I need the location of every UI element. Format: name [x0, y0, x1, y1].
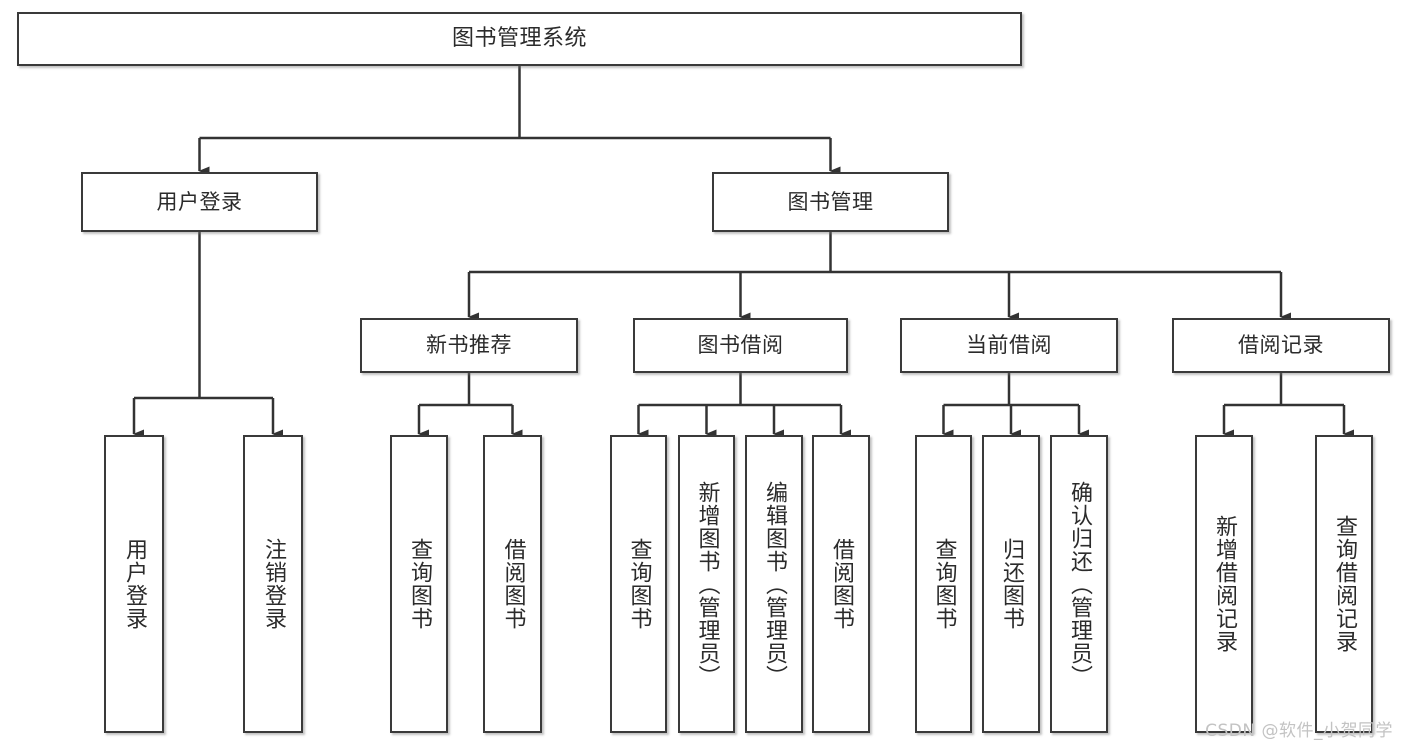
node-label: 图书借阅	[697, 333, 784, 358]
node-label: 注销登录	[260, 538, 286, 630]
node-label: 用户登录	[121, 538, 147, 630]
node-label: 用户登录	[156, 189, 243, 214]
node-label: 图书管理	[787, 189, 874, 214]
node-bookmgmt[interactable]: 图书管理	[712, 172, 949, 232]
node-label: 查询图书	[931, 538, 957, 630]
node-label: 借阅记录	[1238, 333, 1324, 358]
node-leaf-cu-confirm[interactable]: 确认归还（管理员）	[1050, 435, 1108, 733]
node-leaf-nb-borrow[interactable]: 借阅图书	[483, 435, 542, 733]
node-leaf-re-add[interactable]: 新增借阅记录	[1195, 435, 1253, 733]
edge-paths	[132, 66, 1354, 439]
node-leaf-cu-return[interactable]: 归还图书	[982, 435, 1040, 733]
node-label: 新增图书（管理员）	[694, 480, 720, 688]
node-label: 新增借阅记录	[1211, 515, 1237, 653]
node-newbook[interactable]: 新书推荐	[360, 318, 578, 373]
node-label: 归还图书	[998, 538, 1024, 630]
node-label: 确认归还（管理员）	[1066, 480, 1092, 688]
node-leaf-bo-borrow[interactable]: 借阅图书	[812, 435, 870, 733]
node-label: 借阅图书	[500, 538, 526, 630]
node-leaf-bo-query[interactable]: 查询图书	[610, 435, 667, 733]
node-login[interactable]: 用户登录	[81, 172, 318, 232]
node-leaf-bo-add[interactable]: 新增图书（管理员）	[678, 435, 735, 733]
node-current[interactable]: 当前借阅	[900, 318, 1118, 373]
node-label: 图书管理系统	[451, 26, 587, 52]
node-label: 新书推荐	[426, 333, 512, 358]
node-leaf-logout[interactable]: 注销登录	[243, 435, 303, 733]
node-label: 查询图书	[406, 538, 432, 630]
node-root[interactable]: 图书管理系统	[17, 12, 1022, 66]
node-leaf-nb-query[interactable]: 查询图书	[390, 435, 448, 733]
node-label: 查询图书	[626, 538, 652, 630]
node-label: 借阅图书	[828, 538, 854, 630]
node-leaf-login[interactable]: 用户登录	[104, 435, 164, 733]
node-records[interactable]: 借阅记录	[1172, 318, 1390, 373]
node-leaf-cu-query[interactable]: 查询图书	[915, 435, 972, 733]
node-label: 查询借阅记录	[1331, 515, 1357, 653]
node-leaf-re-query[interactable]: 查询借阅记录	[1315, 435, 1373, 733]
node-label: 编辑图书（管理员）	[761, 480, 787, 688]
node-leaf-bo-edit[interactable]: 编辑图书（管理员）	[745, 435, 803, 733]
node-borrow[interactable]: 图书借阅	[633, 318, 848, 373]
node-label: 当前借阅	[966, 333, 1052, 358]
